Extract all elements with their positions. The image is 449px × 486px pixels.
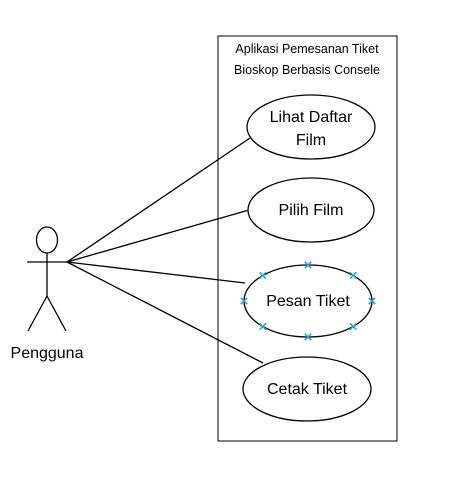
use-case-pilih-film[interactable] bbox=[247, 177, 375, 243]
actor-left-leg bbox=[27, 295, 48, 332]
use-case-pilih-label: Pilih Film bbox=[279, 202, 344, 219]
system-title-line2: Bioskop Berbasis Consele bbox=[234, 63, 380, 77]
actor-right-leg bbox=[46, 295, 67, 332]
selection-handle[interactable] bbox=[258, 322, 267, 331]
selection-handle[interactable] bbox=[368, 297, 376, 305]
use-case-pesan-label: Pesan Tiket bbox=[266, 293, 350, 310]
association-pesan-tiket[interactable] bbox=[66, 261, 246, 284]
system-title-line1: Aplikasi Pemesanan Tiket bbox=[235, 42, 379, 56]
use-case-lihat-label-line2: Film bbox=[296, 132, 326, 149]
selection-handle[interactable] bbox=[349, 322, 358, 331]
association-pilih-film[interactable] bbox=[66, 209, 250, 263]
use-case-cetak-tiket[interactable] bbox=[242, 356, 372, 422]
use-case-lihat-daftar-film[interactable] bbox=[246, 94, 376, 160]
use-case-lihat-label-line1: Lihat Daftar bbox=[270, 109, 353, 126]
use-case-cetak-label: Cetak Tiket bbox=[267, 381, 348, 398]
actor-stick-figure[interactable] bbox=[27, 226, 67, 332]
selection-handle[interactable] bbox=[304, 261, 312, 269]
actor-name: Pengguna bbox=[11, 345, 84, 362]
selection-handle[interactable] bbox=[349, 271, 358, 280]
association-lihat-daftar-film[interactable] bbox=[66, 137, 251, 263]
association-cetak-tiket[interactable] bbox=[66, 261, 264, 364]
actor-head bbox=[35, 226, 59, 254]
selection-handle[interactable] bbox=[240, 297, 248, 305]
selection-handle[interactable] bbox=[304, 333, 312, 341]
selection-handle[interactable] bbox=[258, 271, 267, 280]
selection-handles bbox=[240, 261, 376, 341]
